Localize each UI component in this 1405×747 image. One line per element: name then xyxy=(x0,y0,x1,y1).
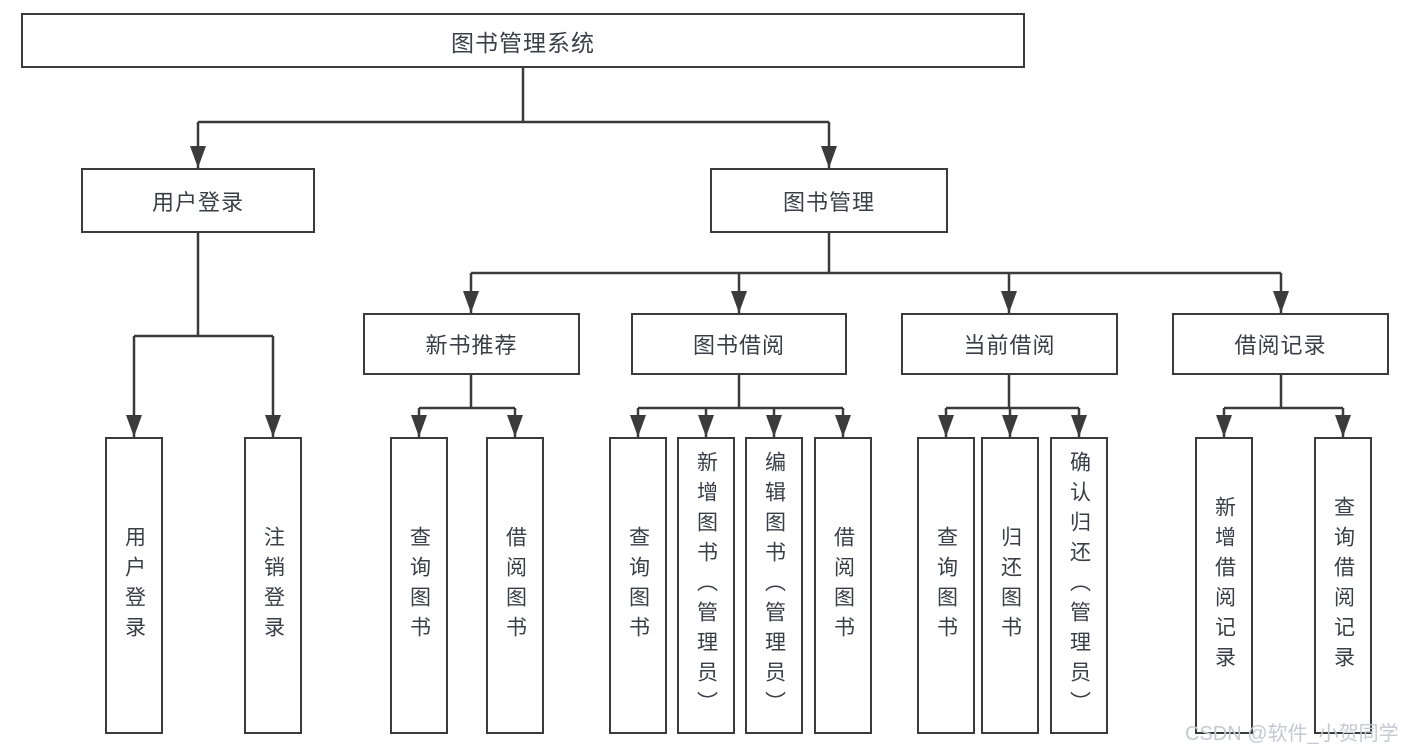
node-library-management-system: 图书管理系统 xyxy=(21,13,1025,68)
node-label: 确认归还（管理员） xyxy=(1067,450,1091,721)
node-edit-books-admin: 编辑图书（管理员） xyxy=(745,437,803,734)
node-add-books-admin: 新增图书（管理员） xyxy=(677,437,735,734)
node-borrow-books-recommend: 借阅图书 xyxy=(486,437,544,734)
node-confirm-return-admin: 确认归还（管理员） xyxy=(1050,437,1108,734)
node-borrow-records: 借阅记录 xyxy=(1172,313,1389,375)
node-new-book-recommend: 新书推荐 xyxy=(363,313,580,375)
node-label: 注销登录 xyxy=(261,525,285,646)
node-query-books-borrow: 查询图书 xyxy=(609,437,667,734)
node-label: 归还图书 xyxy=(998,525,1022,646)
node-label: 借阅图书 xyxy=(503,525,527,646)
node-label: 借阅图书 xyxy=(831,525,855,646)
node-return-books: 归还图书 xyxy=(981,437,1039,734)
node-label: 图书管理 xyxy=(782,189,875,215)
node-current-borrowing: 当前借阅 xyxy=(901,313,1118,375)
node-user-login: 用户登录 xyxy=(81,168,315,233)
node-label: 图书借阅 xyxy=(692,333,785,358)
csdn-watermark: CSDN @软件_小贺同学 xyxy=(1185,723,1399,745)
node-label: 借阅记录 xyxy=(1234,333,1327,358)
node-label: 用户登录 xyxy=(122,525,146,646)
node-label: 查询图书 xyxy=(407,525,431,646)
node-label: 新书推荐 xyxy=(425,333,518,358)
node-user-login-leaf: 用户登录 xyxy=(105,437,163,734)
node-label: 当前借阅 xyxy=(963,333,1056,358)
node-label: 查询图书 xyxy=(626,525,650,646)
node-query-books-current: 查询图书 xyxy=(917,437,975,734)
node-label: 编辑图书（管理员） xyxy=(762,450,786,721)
node-label: 查询图书 xyxy=(934,525,958,646)
node-borrow-books-borrow: 借阅图书 xyxy=(814,437,872,734)
node-query-borrow-record: 查询借阅记录 xyxy=(1314,437,1372,734)
node-book-borrowing: 图书借阅 xyxy=(631,313,847,375)
node-label: 查询借阅记录 xyxy=(1331,495,1355,676)
node-label: 图书管理系统 xyxy=(451,29,595,56)
node-label: 用户登录 xyxy=(151,189,244,215)
node-label: 新增借阅记录 xyxy=(1212,495,1236,676)
node-label: 新增图书（管理员） xyxy=(694,450,718,721)
node-book-management: 图书管理 xyxy=(710,168,948,233)
node-logout: 注销登录 xyxy=(244,437,302,734)
node-query-books-recommend: 查询图书 xyxy=(390,437,448,734)
node-add-borrow-record: 新增借阅记录 xyxy=(1195,437,1253,734)
